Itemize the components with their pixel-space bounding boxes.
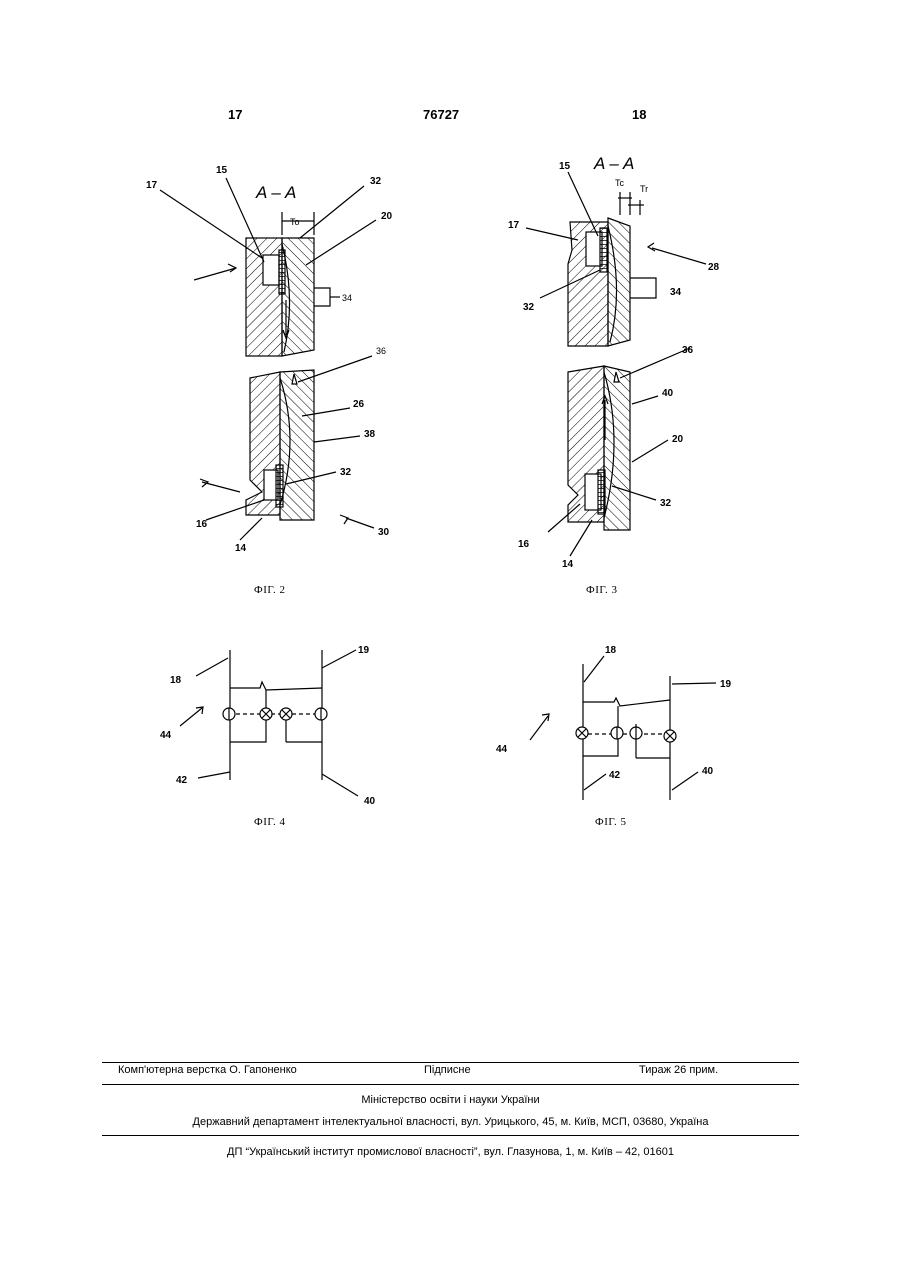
- fig4-label-40: 40: [364, 796, 376, 807]
- fig3-label-32a: 32: [523, 302, 535, 313]
- fig2-label-15: 15: [216, 165, 228, 176]
- footer-ministry: Міністерство освіти і науки України: [102, 1094, 799, 1106]
- footer-rule-top: [102, 1062, 799, 1063]
- footer-circulation: Тираж 26 прим.: [639, 1064, 718, 1076]
- fig5-label-19: 19: [720, 679, 732, 690]
- footer-signed: Підписне: [424, 1064, 471, 1076]
- footer-layout-credit: Комп'ютерна верстка О. Гапоненко: [118, 1064, 297, 1076]
- fig5-label-44: 44: [496, 744, 508, 755]
- fig3-caption: ФІГ. 3: [586, 584, 617, 596]
- figure-5: [530, 656, 716, 800]
- footer-rule-bottom: [102, 1135, 799, 1136]
- fig3-upper-right-block: [608, 218, 630, 346]
- fig3-label-14: 14: [562, 559, 574, 570]
- fig3-dim-tc: Tc: [615, 178, 625, 188]
- figure-4: [180, 650, 358, 796]
- fig5-label-40: 40: [702, 766, 714, 777]
- fig2-lower-coil: [276, 465, 283, 507]
- fig2-upper-magnet: [263, 255, 279, 285]
- fig2-section-label: A – A: [255, 183, 296, 202]
- fig2-lower-right-block: [280, 370, 314, 520]
- fig4-caption: ФІГ. 4: [254, 816, 285, 828]
- fig2-label-34: 34: [342, 293, 352, 303]
- fig3-label-40: 40: [662, 388, 674, 399]
- fig3-upper-coil: [600, 228, 607, 272]
- fig2-label-36: 36: [376, 346, 386, 356]
- fig5-label-18: 18: [605, 645, 617, 656]
- fig3-lower-right-block: [604, 366, 630, 530]
- fig2-label-32b: 32: [340, 467, 352, 478]
- fig2-label-32a: 32: [370, 176, 382, 187]
- fig3-label-32b: 32: [660, 498, 672, 509]
- fig3-label-16: 16: [518, 539, 530, 550]
- fig3-section-label: A – A: [593, 154, 634, 173]
- fig2-label-17: 17: [146, 180, 158, 191]
- fig3-label-34: 34: [670, 287, 682, 298]
- fig4-label-42: 42: [176, 775, 188, 786]
- fig3-dim-tr: Tr: [640, 184, 648, 194]
- fig5-label-42: 42: [609, 770, 621, 781]
- fig2-dim-to: To: [290, 217, 300, 227]
- fig4-label-44: 44: [160, 730, 172, 741]
- footer-department: Державний департамент інтелектуальної вл…: [102, 1116, 799, 1128]
- fig3-label-36: 36: [682, 345, 694, 356]
- fig3-label-28: 28: [708, 262, 720, 273]
- fig2-label-26: 26: [353, 399, 365, 410]
- fig2-label-16: 16: [196, 519, 208, 530]
- figure-2: [160, 178, 376, 540]
- fig4-label-19: 19: [358, 645, 370, 656]
- fig2-label-30: 30: [378, 527, 390, 538]
- fig4-label-18: 18: [170, 675, 182, 686]
- fig2-label-20: 20: [381, 211, 393, 222]
- fig2-label-38: 38: [364, 429, 376, 440]
- fig5-caption: ФІГ. 5: [595, 816, 626, 828]
- fig3-lower-coil: [598, 470, 605, 514]
- footer-institute: ДП “Український інститут промислової вла…: [102, 1146, 799, 1158]
- fig3-label-15: 15: [559, 161, 571, 172]
- fig2-caption: ФІГ. 2: [254, 584, 285, 596]
- fig2-upper-coil: [279, 250, 285, 294]
- fig2-label-14: 14: [235, 543, 247, 554]
- figure-3: [526, 172, 706, 556]
- fig3-label-17: 17: [508, 220, 520, 231]
- fig3-label-20: 20: [672, 434, 684, 445]
- footer-rule-middle: [102, 1084, 799, 1085]
